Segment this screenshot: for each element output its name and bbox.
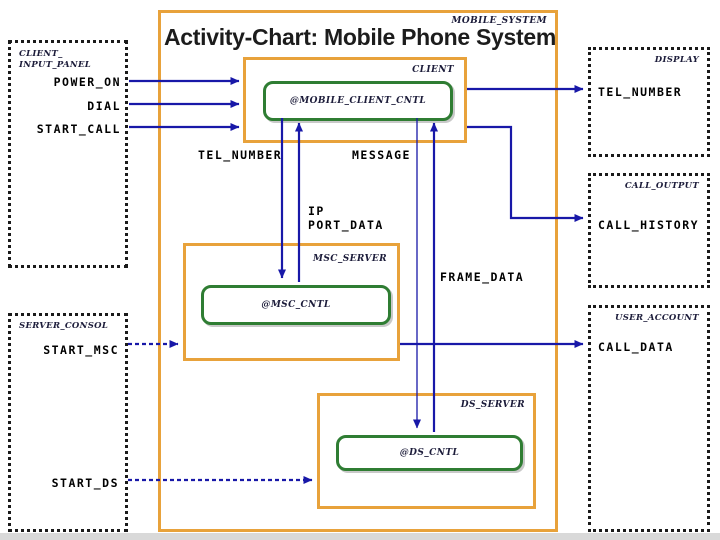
module-msc-server: MSC_SERVER @MSC_CNTL <box>183 243 400 361</box>
flow-label-ip: IP <box>308 204 325 218</box>
signal-tel-number-display: TEL_NUMBER <box>598 85 683 99</box>
signal-dial: DIAL <box>87 99 121 113</box>
panel-client-input-label: CLIENT_ INPUT_PANEL <box>19 49 92 70</box>
module-msc-server-label: MSC_SERVER <box>313 254 387 264</box>
flow-label-tel-number: TEL_NUMBER <box>198 148 283 162</box>
control-msc-cntl: @MSC_CNTL <box>201 285 391 325</box>
panel-client-input: CLIENT_ INPUT_PANEL POWER_ON DIAL START_… <box>8 40 128 268</box>
signal-start-call: START_CALL <box>36 122 121 136</box>
control-mobile-client-cntl-label: @MOBILE_CLIENT_CNTL <box>289 96 427 106</box>
page-title: Activity-Chart: Mobile Phone System <box>163 24 557 50</box>
flow-label-port-data: PORT_DATA <box>308 218 384 232</box>
panel-user-account-label: USER_ACCOUNT <box>615 313 699 323</box>
module-client-label: CLIENT <box>412 65 454 75</box>
bottom-margin-strip <box>0 533 720 540</box>
panel-call-output: CALL_OUTPUT CALL_HISTORY <box>588 173 710 288</box>
signal-call-history: CALL_HISTORY <box>598 218 700 232</box>
arrow-client-to-call-history <box>467 125 584 222</box>
control-ds-cntl: @DS_CNTL <box>336 435 523 471</box>
panel-server-consol: SERVER_CONSOL START_MSC START_DS <box>8 313 128 532</box>
panel-user-account: USER_ACCOUNT CALL_DATA <box>588 305 710 532</box>
module-ds-server-label: DS_SERVER <box>460 400 525 410</box>
signal-start-msc: START_MSC <box>43 343 119 357</box>
module-client: CLIENT @MOBILE_CLIENT_CNTL <box>243 57 467 143</box>
control-mobile-client-cntl: @MOBILE_CLIENT_CNTL <box>263 81 453 121</box>
signal-start-ds: START_DS <box>51 476 119 490</box>
module-ds-server: DS_SERVER @DS_CNTL <box>317 393 536 509</box>
flow-label-message: MESSAGE <box>352 148 411 162</box>
control-ds-cntl-label: @DS_CNTL <box>399 448 460 458</box>
panel-display-label: DISPLAY <box>654 55 699 65</box>
control-msc-cntl-label: @MSC_CNTL <box>261 300 331 310</box>
panel-server-consol-label: SERVER_CONSOL <box>19 321 109 331</box>
module-mobile-system: MOBILE_SYSTEM <box>158 10 558 532</box>
signal-power-on: POWER_ON <box>53 75 121 89</box>
panel-call-output-label: CALL_OUTPUT <box>624 181 699 191</box>
module-mobile-system-label: MOBILE_SYSTEM <box>451 16 547 26</box>
signal-call-data: CALL_DATA <box>598 340 674 354</box>
flow-label-frame-data: FRAME_DATA <box>440 270 525 284</box>
panel-display: DISPLAY TEL_NUMBER <box>588 47 710 157</box>
